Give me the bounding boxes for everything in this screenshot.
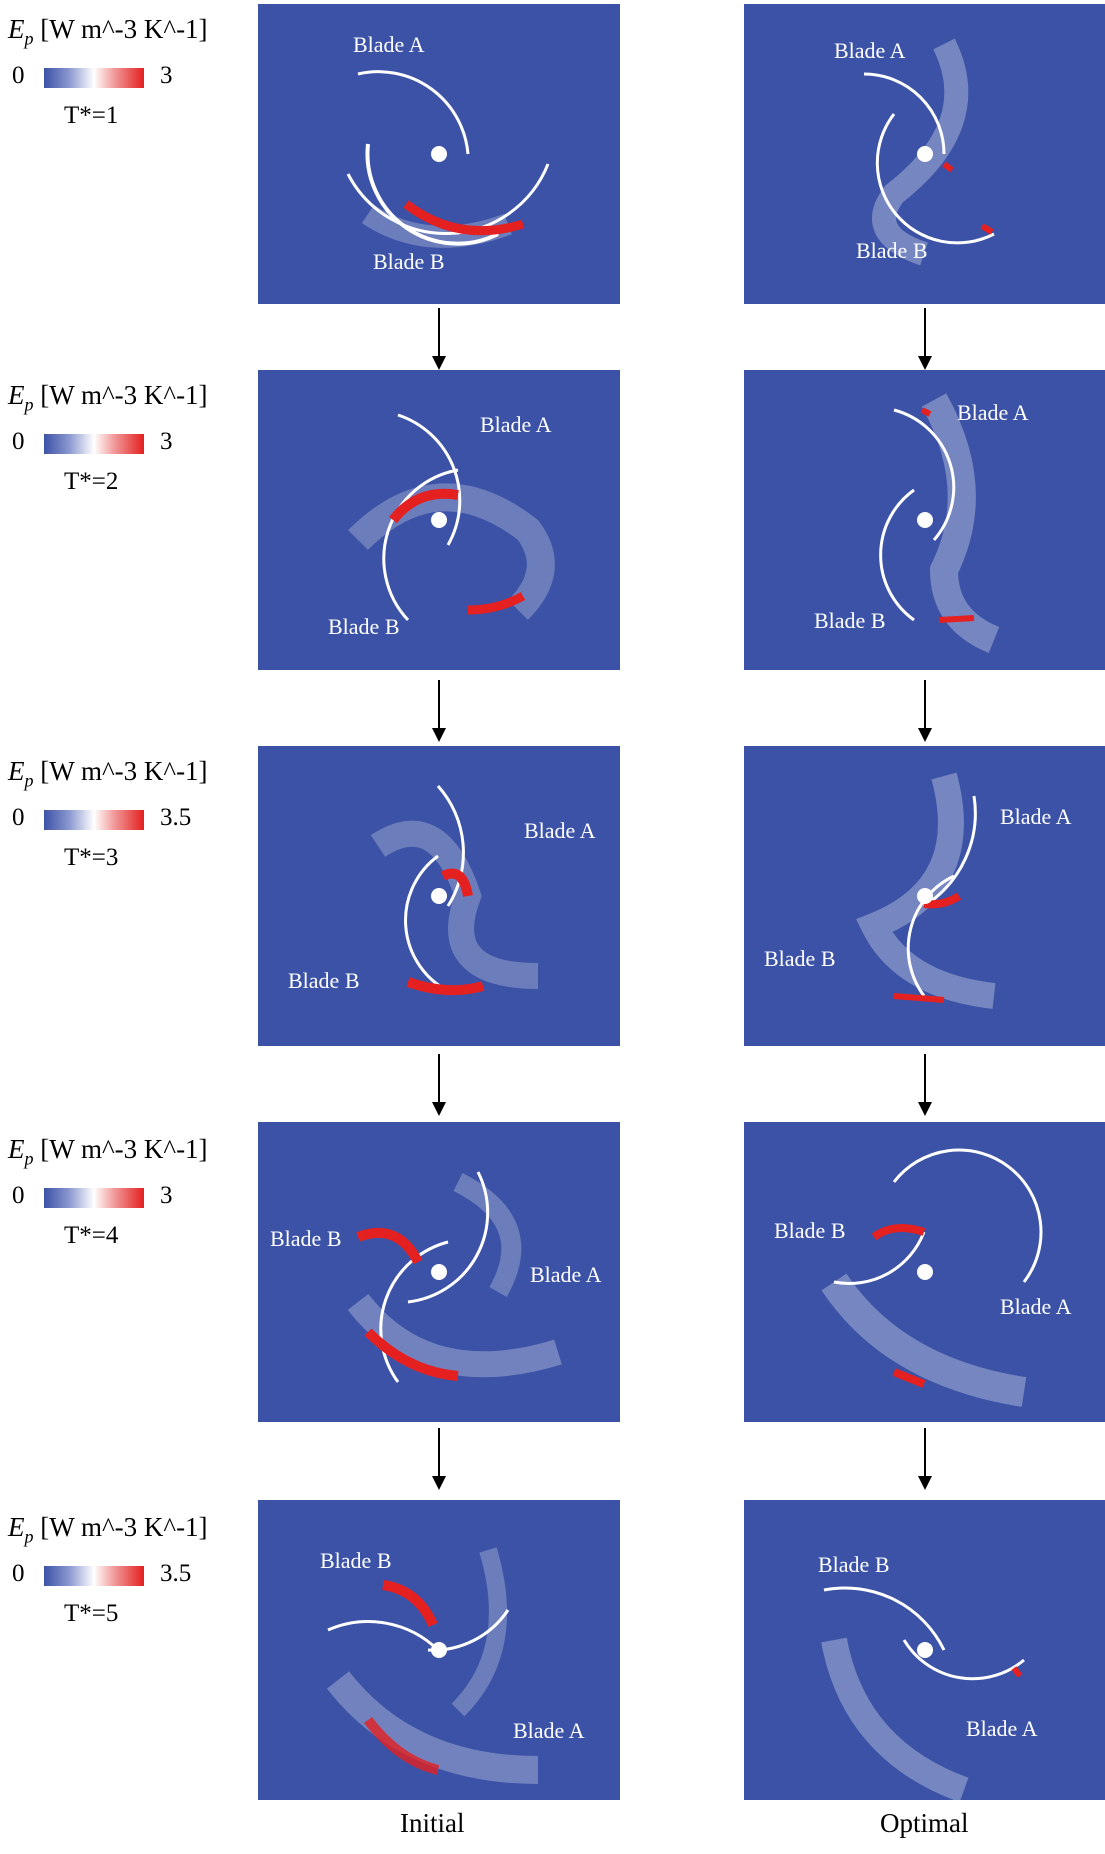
legend-max: 3: [160, 1182, 173, 1209]
legend-row-2: Ep [W m^-3 K^-1] 0 3 T*=2: [0, 380, 240, 520]
legend-max: 3: [160, 428, 173, 455]
legend-max: 3.5: [160, 804, 192, 831]
time-label: T*=2: [64, 468, 119, 495]
legend-min: 0: [12, 804, 25, 831]
blade-a-label: Blade A: [957, 400, 1029, 425]
panel-initial-t1: Blade A Blade B: [258, 4, 620, 304]
panel-optimal-t1: Blade A Blade B: [744, 4, 1105, 304]
arrow-down: [915, 680, 935, 742]
legend-row-1: Ep [W m^-3 K^-1] 0 3 T*=1: [0, 14, 240, 154]
panel-optimal-t5: Blade A Blade B: [744, 1500, 1105, 1800]
colorbar: [44, 1188, 144, 1208]
blade-a-label: Blade A: [353, 32, 425, 57]
blade-b-label: Blade B: [774, 1218, 846, 1243]
arrow-down: [429, 680, 449, 742]
blade-a-label: Blade A: [966, 1716, 1038, 1741]
legend-title: Ep [W m^-3 K^-1]: [8, 1134, 208, 1169]
legend-title: Ep [W m^-3 K^-1]: [8, 756, 208, 791]
legend-min: 0: [12, 62, 25, 89]
blade-b-label: Blade B: [373, 249, 445, 274]
colorbar: [44, 68, 144, 88]
panel-optimal-t4: Blade A Blade B: [744, 1122, 1105, 1422]
time-label: T*=4: [64, 1222, 119, 1249]
blade-a-label: Blade A: [524, 818, 596, 843]
blade-b-label: Blade B: [856, 238, 928, 263]
legend-max: 3: [160, 62, 173, 89]
legend-min: 0: [12, 1560, 25, 1587]
arrow-down: [429, 1428, 449, 1490]
colorbar: [44, 1566, 144, 1586]
time-label: T*=3: [64, 844, 119, 871]
colorbar: [44, 810, 144, 830]
blade-a-label: Blade A: [1000, 1294, 1072, 1319]
legend-title: Ep [W m^-3 K^-1]: [8, 14, 208, 49]
legend-row-3: Ep [W m^-3 K^-1] 0 3.5 T*=3: [0, 756, 240, 896]
panel-initial-t2: Blade A Blade B: [258, 370, 620, 670]
legend-title: Ep [W m^-3 K^-1]: [8, 380, 208, 415]
blade-a-label: Blade A: [480, 412, 552, 437]
legend-min: 0: [12, 428, 25, 455]
panel-initial-t4: Blade A Blade B: [258, 1122, 620, 1422]
panel-optimal-t2: Blade A Blade B: [744, 370, 1105, 670]
blade-b-label: Blade B: [818, 1552, 890, 1577]
blade-b-label: Blade B: [320, 1548, 392, 1573]
blade-b-label: Blade B: [270, 1226, 342, 1251]
arrow-down: [915, 1054, 935, 1116]
colorbar: [44, 434, 144, 454]
column-label-initial: Initial: [400, 1808, 465, 1838]
legend-row-5: Ep [W m^-3 K^-1] 0 3.5 T*=5: [0, 1512, 240, 1652]
panel-initial-t5: Blade A Blade B: [258, 1500, 620, 1800]
blade-b-label: Blade B: [764, 946, 836, 971]
panel-initial-t3: Blade A Blade B: [258, 746, 620, 1046]
blade-b-label: Blade B: [288, 968, 360, 993]
arrow-down: [915, 308, 935, 370]
time-label: T*=5: [64, 1600, 119, 1627]
blade-a-label: Blade A: [1000, 804, 1072, 829]
column-label-optimal: Optimal: [880, 1808, 969, 1838]
legend-title: Ep [W m^-3 K^-1]: [8, 1512, 208, 1547]
arrow-down: [429, 1054, 449, 1116]
legend-row-4: Ep [W m^-3 K^-1] 0 3 T*=4: [0, 1134, 240, 1274]
blade-b-label: Blade B: [814, 608, 886, 633]
arrow-down: [915, 1428, 935, 1490]
arrow-down: [429, 308, 449, 370]
blade-a-label: Blade A: [834, 38, 906, 63]
panel-optimal-t3: Blade A Blade B: [744, 746, 1105, 1046]
blade-a-label: Blade A: [513, 1718, 585, 1743]
legend-max: 3.5: [160, 1560, 192, 1587]
blade-b-label: Blade B: [328, 614, 400, 639]
legend-min: 0: [12, 1182, 25, 1209]
time-label: T*=1: [64, 102, 119, 129]
blade-a-label: Blade A: [530, 1262, 602, 1287]
